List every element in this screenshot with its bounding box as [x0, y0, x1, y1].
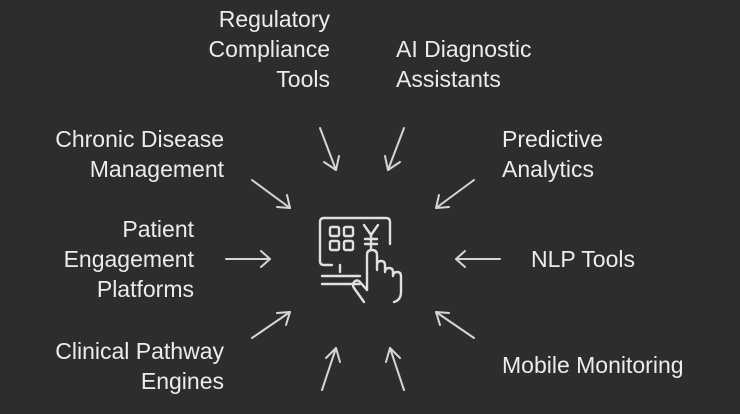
arrow-nlp-tools — [455, 250, 501, 268]
node-mobile-monitoring: Mobile Monitoring — [502, 352, 684, 378]
node-regulatory-compliance-tools: Regulatory Compliance Tools — [208, 6, 330, 92]
arrow-clinical-pathway — [251, 311, 291, 339]
node-clinical-pathway-engines: Clinical Pathway Engines — [55, 338, 224, 394]
arrow-mobile-monitoring — [435, 311, 475, 339]
arrow-regulatory — [319, 127, 340, 171]
node-nlp-tools: NLP Tools — [531, 246, 635, 272]
arrow-ai-diagnostic — [384, 127, 405, 171]
arrow-bottom-right — [385, 347, 405, 391]
node-predictive-analytics: Predictive Analytics — [502, 126, 603, 182]
arrow-chronic-disease — [251, 179, 291, 209]
node-ai-diagnostic-assistants: AI Diagnostic Assistants — [396, 36, 532, 92]
arrow-bottom-left — [321, 347, 341, 391]
arrow-predictive — [435, 179, 475, 209]
touch-device-icon — [318, 216, 403, 304]
arrow-patient-engagement — [225, 250, 271, 268]
node-patient-engagement-platforms: Patient Engagement Platforms — [63, 216, 194, 302]
node-chronic-disease-management: Chronic Disease Management — [55, 126, 224, 182]
